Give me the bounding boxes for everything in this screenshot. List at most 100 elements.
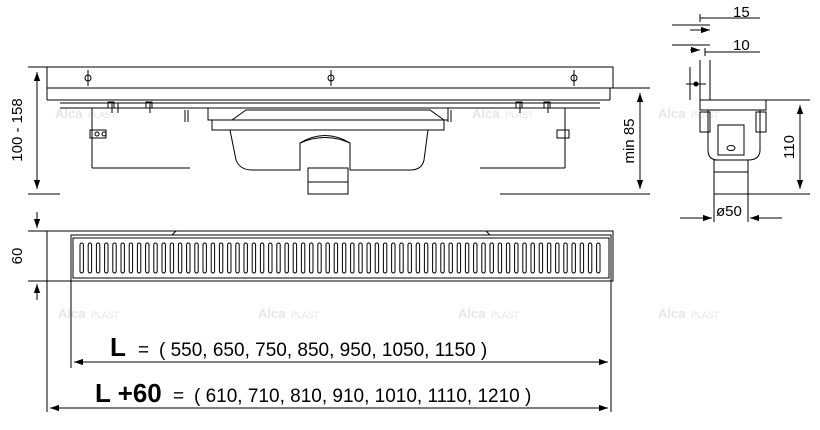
grate-slot [112, 242, 117, 274]
watermark-brand: Alca [658, 106, 686, 121]
grate-slot [448, 242, 453, 274]
watermark-6: Alca PLAST [458, 306, 520, 321]
watermark-suffix: PLAST [691, 110, 720, 120]
formula-L60: L +60 = ( 610, 710, 810, 910, 1010, 1110… [50, 378, 608, 412]
formula-L-label: L [110, 332, 126, 362]
grate-slot [259, 242, 265, 274]
dim-outlet-diameter: ø50 [680, 194, 782, 222]
grate-slot [587, 242, 593, 274]
grate-slot [571, 242, 576, 274]
grate-slot [136, 242, 142, 274]
front-view [46, 66, 614, 195]
label-min-height: min 85 [621, 118, 638, 163]
grate-slot [276, 242, 281, 274]
grate-slot [145, 242, 150, 274]
grate-slot [546, 242, 552, 274]
grate-slot [210, 242, 216, 274]
grate-slot [522, 242, 527, 274]
watermark-3: Alca PLAST [658, 106, 720, 121]
label-side-15: 15 [733, 4, 750, 21]
watermark-brand: Alca [58, 306, 86, 321]
grate-slot [399, 242, 404, 274]
side-outlet-pipe [713, 159, 749, 195]
grate-slot [415, 242, 421, 274]
watermark-brand: Alca [55, 106, 83, 121]
watermark-suffix: PLAST [291, 310, 320, 320]
watermark-5: Alca PLAST [258, 306, 320, 321]
outlet-pipe [307, 167, 349, 195]
watermark-brand: Alca [458, 306, 486, 321]
label-side-10: 10 [733, 37, 750, 54]
grate-slot [227, 242, 232, 274]
grate-slot [309, 242, 314, 274]
formula-L60-equals: = [173, 386, 184, 407]
dim-width: 60 [9, 212, 47, 300]
grate-slot [325, 242, 330, 274]
grate-slot [374, 242, 380, 274]
grate-slot [563, 242, 568, 274]
grate-slot [194, 242, 199, 274]
grate-slot [341, 242, 347, 274]
support-right [480, 108, 570, 169]
grate-slot [177, 242, 183, 274]
drain-body [207, 107, 449, 195]
watermark-brand: Alca [258, 306, 286, 321]
grate-slot [153, 242, 158, 274]
grate-slot [350, 242, 355, 274]
side-view [672, 24, 767, 195]
grate-slot [440, 242, 445, 274]
label-width: 60 [9, 248, 26, 265]
top-bolt-left [84, 70, 92, 86]
watermark-7: Alca PLAST [658, 306, 720, 321]
label-side-110: 110 [781, 135, 798, 159]
grate-slot [243, 242, 248, 274]
formula-L-equals: = [138, 340, 149, 361]
grate-slot [300, 242, 306, 274]
formula-L60-label: L +60 [95, 378, 162, 408]
plan-view [46, 230, 614, 282]
label-height-range: 100 - 158 [9, 98, 26, 161]
grate-slot [95, 242, 101, 274]
formula-L: L = ( 550, 650, 750, 850, 950, 1050, 115… [74, 332, 608, 366]
watermark-suffix: PLAST [91, 310, 120, 320]
grate-slot [169, 242, 175, 274]
grate-slot [391, 242, 396, 274]
grate-slot [333, 242, 339, 274]
top-bolt-right [570, 70, 578, 86]
watermark-4: Alca PLAST [58, 306, 120, 321]
watermark-suffix: PLAST [505, 110, 534, 120]
grate-slot [505, 242, 511, 274]
grate-slot [104, 242, 109, 274]
dim-height-range: 100 - 158 [9, 66, 60, 195]
grate-slot [366, 242, 371, 274]
formula-L60-values: ( 610, 710, 810, 910, 1010, 1110, 1210 ) [194, 386, 531, 407]
grate-slots [79, 242, 601, 274]
grate-slot [251, 242, 257, 274]
watermarks: Alca PLAST Alca PLAST Alca PLAST Alca PL… [55, 106, 720, 321]
watermark-2: Alca PLAST [472, 106, 534, 121]
grate-slot [161, 242, 166, 274]
watermark-brand: Alca [472, 106, 500, 121]
watermark-suffix: PLAST [691, 310, 720, 320]
grate-slot [186, 242, 191, 274]
label-outlet-diameter: ø50 [716, 203, 742, 220]
grate-slot [292, 242, 298, 274]
grate-slot [382, 242, 388, 274]
grate-slot [284, 242, 289, 274]
dim-side-10: 10 [704, 37, 760, 56]
grate-slot [530, 242, 535, 274]
support-left [89, 108, 190, 169]
grate-slot [579, 242, 585, 274]
dim-min-height: min 85 [500, 87, 650, 195]
watermark-suffix: PLAST [88, 110, 117, 120]
grate-slot [497, 242, 503, 274]
grate-slot [514, 242, 519, 274]
grate-slot [317, 242, 322, 274]
top-bolt-center [327, 70, 335, 86]
formula-L-values: ( 550, 650, 750, 850, 950, 1050, 1150 ) [159, 340, 487, 361]
grate-slot [358, 242, 363, 274]
grate-slot [481, 242, 486, 274]
grate-slot [128, 242, 134, 274]
top-frame [46, 66, 614, 89]
